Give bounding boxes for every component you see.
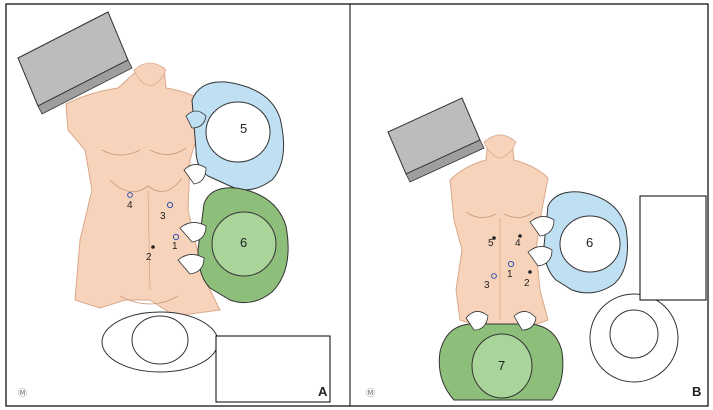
person-label-7: 7 bbox=[498, 358, 505, 373]
panel-b-table-box bbox=[640, 196, 706, 300]
person-label-5: 5 bbox=[240, 121, 247, 136]
port-label-3: 3 bbox=[484, 280, 490, 291]
panel-a-anesthetist bbox=[102, 312, 218, 372]
person-label-6: 6 bbox=[240, 235, 247, 250]
port-label-4: 4 bbox=[515, 238, 521, 249]
panel-b-watermark: Ⓜ bbox=[366, 388, 375, 398]
port-marker bbox=[151, 245, 155, 249]
panel-b-assistant bbox=[590, 294, 678, 382]
person-label-6: 6 bbox=[586, 235, 593, 250]
port-label-2: 2 bbox=[524, 278, 530, 289]
panel-a-letter: A bbox=[318, 384, 328, 399]
port-label-5: 5 bbox=[488, 238, 494, 249]
port-marker bbox=[528, 270, 532, 274]
port-label-1: 1 bbox=[507, 269, 513, 280]
port-label-4: 4 bbox=[127, 200, 133, 211]
panel-b-letter: B bbox=[692, 384, 701, 399]
panel-a-watermark: Ⓜ bbox=[18, 388, 27, 398]
port-label-3: 3 bbox=[160, 211, 166, 222]
port-label-2: 2 bbox=[146, 252, 152, 263]
port-label-1: 1 bbox=[172, 241, 178, 252]
panel-a-table-box bbox=[216, 336, 330, 402]
